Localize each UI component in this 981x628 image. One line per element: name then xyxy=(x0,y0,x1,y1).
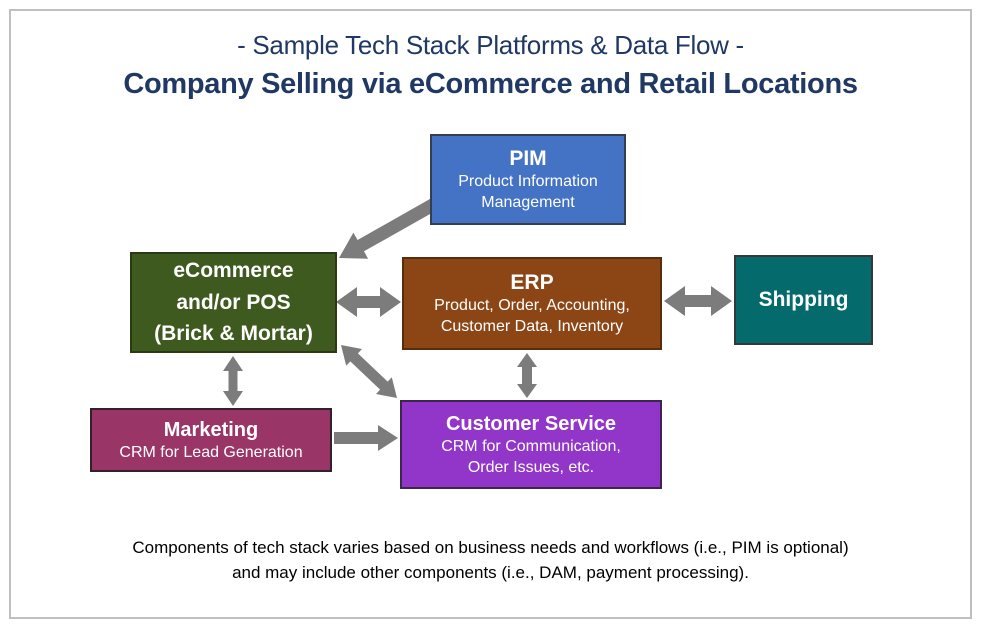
node-subtitle: Management xyxy=(481,194,575,212)
node-shipping: Shipping xyxy=(734,255,873,345)
node-subtitle: Customer Data, Inventory xyxy=(440,318,624,336)
node-pim: PIM Product Information Management xyxy=(430,134,626,225)
node-title: Marketing xyxy=(163,418,259,441)
footer-line-2: and may include other components (i.e., … xyxy=(232,562,749,582)
node-subtitle: Product, Order, Accounting, xyxy=(434,297,630,315)
node-marketing: Marketing CRM for Lead Generation xyxy=(90,408,332,472)
arrow-erp-cs xyxy=(517,353,537,398)
footer-note: Components of tech stack varies based on… xyxy=(0,536,981,585)
node-erp: ERP Product, Order, Accounting, Customer… xyxy=(402,257,662,350)
node-title: Shipping xyxy=(758,288,849,312)
arrow-pim-to-ecommerce xyxy=(339,192,449,259)
arrow-marketing-cs xyxy=(334,425,398,451)
node-subtitle: CRM for Lead Generation xyxy=(119,443,303,461)
diagram-title: - Sample Tech Stack Platforms & Data Flo… xyxy=(237,30,744,60)
arrow-ecommerce-erp xyxy=(336,287,401,317)
node-title: PIM xyxy=(509,147,547,171)
arrow-ecommerce-cs xyxy=(341,345,397,398)
node-title: (Brick & Mortar) xyxy=(154,322,313,346)
footer-line-1: Components of tech stack varies based on… xyxy=(132,538,849,557)
node-title: eCommerce xyxy=(173,259,294,283)
diagram-subtitle: Company Selling via eCommerce and Retail… xyxy=(123,68,858,100)
node-title: ERP xyxy=(510,271,554,295)
arrow-ecommerce-marketing xyxy=(223,356,243,406)
node-subtitle: Product Information xyxy=(458,173,598,191)
node-ecommerce-pos: eCommerce and/or POS (Brick & Mortar) xyxy=(130,252,337,353)
node-subtitle: CRM for Communication, xyxy=(441,437,621,455)
arrow-erp-shipping xyxy=(664,286,732,316)
node-title: Customer Service xyxy=(445,412,617,435)
node-customer-service: Customer Service CRM for Communication, … xyxy=(400,400,662,489)
node-subtitle: Order Issues, etc. xyxy=(467,458,595,476)
node-title: and/or POS xyxy=(176,290,291,314)
